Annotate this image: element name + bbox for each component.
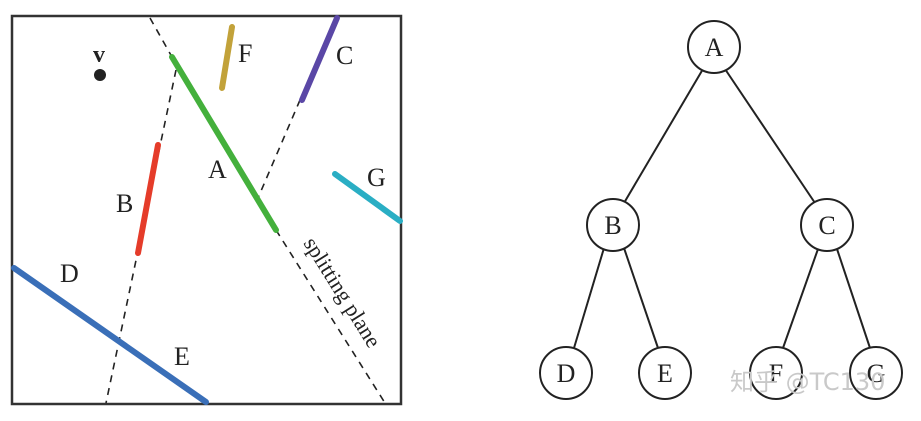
tree-node-circle (539, 346, 593, 400)
tree-node-label: G (867, 359, 886, 388)
viewpoint-label: v (93, 42, 105, 68)
tree-node-circle (849, 346, 903, 400)
viewpoint-dot (94, 69, 106, 81)
tree-node-label: D (557, 359, 576, 388)
tree-node-a: A (687, 20, 741, 74)
tree-node-circle (749, 346, 803, 400)
tree-edge-a-b (623, 68, 704, 204)
segment-label-e: E (174, 342, 190, 371)
tree-node-c: C (800, 198, 854, 252)
tree-node-label: B (604, 211, 621, 240)
tree-node-d: D (539, 346, 593, 400)
segment-label-b: B (116, 189, 133, 218)
split-line-c (257, 99, 301, 199)
tree-node-label: F (769, 359, 783, 388)
bsp-tree: A B C D E F G (539, 20, 903, 400)
tree-edge-c-f (782, 248, 819, 349)
tree-edge-c-g (836, 248, 871, 349)
segment-c (299, 15, 340, 103)
segment-g (332, 171, 403, 224)
tree-node-e: E (638, 346, 692, 400)
tree-node-circle (638, 346, 692, 400)
tree-node-label: C (818, 211, 835, 240)
watermark: 知乎 @TC130 (730, 368, 885, 396)
tree-node-circle (800, 198, 854, 252)
scene-panel: v A B C D E F G splitting plane (10, 14, 403, 406)
tree-node-b: B (586, 198, 640, 252)
segment-b (135, 142, 161, 256)
tree-edge-a-c (724, 68, 816, 204)
segment-label-g: G (367, 163, 386, 192)
tree-node-label: E (657, 359, 673, 388)
segment-d-e (11, 265, 209, 405)
tree-edge-b-d (573, 247, 605, 349)
tree-node-circle (586, 198, 640, 252)
scene-frame (10, 14, 403, 406)
segment-a (169, 54, 279, 233)
segment-label-f: F (238, 39, 252, 68)
tree-node-circle (687, 20, 741, 74)
segment-label-c: C (336, 41, 353, 70)
tree-node-label: A (705, 33, 724, 62)
segment-f (219, 24, 235, 91)
tree-node-g: G (849, 346, 903, 400)
segment-label-a: A (208, 155, 227, 184)
segment-label-d: D (60, 259, 79, 288)
tree-edge-b-e (623, 247, 659, 349)
split-line-a-extension-bottom (275, 229, 386, 404)
tree-node-f: F (749, 346, 803, 400)
